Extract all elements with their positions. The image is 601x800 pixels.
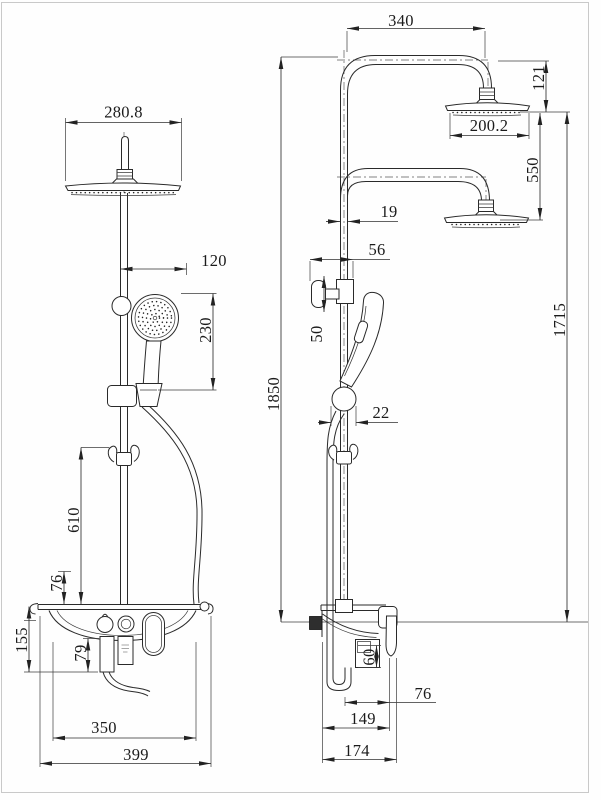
- dim-depth-inner: 149: [350, 709, 376, 728]
- dim-spout-reach: 76: [414, 684, 431, 703]
- dim-depth: 174: [344, 741, 370, 760]
- rain-shower-head-front: [64, 135, 182, 196]
- diverter-knob: [96, 616, 114, 633]
- shower-hook-front: [107, 444, 140, 466]
- temp-knob-side: [309, 616, 323, 630]
- front-dimensions: 280.8 120 230 1850 610 76 155 79: [12, 56, 338, 767]
- shower-hose-front: [141, 403, 203, 605]
- dim-bar-to-shelf: 610: [64, 507, 83, 533]
- slider-ball: [331, 386, 357, 412]
- riser-pipe-and-upper-arm: [340, 55, 492, 604]
- shelf-front: [29, 601, 214, 697]
- dim-arm-reach: 340: [388, 11, 414, 30]
- dim-head-gap: 550: [523, 157, 542, 183]
- slide-bracket-front: [107, 383, 163, 407]
- soap-dish: [142, 612, 165, 656]
- dim-outlet-height: 1715: [550, 303, 569, 337]
- fitting-front: [117, 636, 134, 665]
- dim-shelf-gap: 76: [47, 574, 66, 591]
- wall-bracket-side: [311, 279, 354, 308]
- dim-slider-dia: 22: [372, 403, 389, 422]
- lower-shower-arm: [340, 168, 490, 202]
- dim-head-width: 280.8: [104, 103, 143, 122]
- dim-shelf-width: 399: [123, 745, 149, 764]
- spray-mode-button: [353, 320, 369, 344]
- shower-hook-side: [328, 443, 359, 465]
- outlet-hose-front: [102, 671, 149, 697]
- slide-holder-front: [111, 296, 132, 316]
- side-dimensions: 340 121 200.2 550 19 56 50 22 17: [307, 11, 570, 763]
- rain-head-side-upper: [444, 87, 531, 117]
- dim-head-size: 200.2: [470, 116, 509, 135]
- dim-column-height: 1850: [264, 377, 283, 411]
- dim-handset-offset: 120: [201, 251, 227, 270]
- dim-handset-length: 230: [196, 317, 215, 343]
- dim-bracket-offset: 56: [368, 240, 385, 259]
- hand-shower-side: [339, 291, 385, 388]
- shower-hose-side: [326, 410, 352, 692]
- dim-shelf-height: 155: [12, 627, 31, 653]
- hand-shower-front: [131, 294, 179, 389]
- rain-head-side-lower: [443, 199, 530, 229]
- hose-port: [199, 601, 210, 612]
- mixer-lever: [385, 615, 397, 657]
- dim-spout-drop: 60: [360, 648, 379, 665]
- dim-head-drop: 121: [529, 65, 548, 91]
- front-view: 280.8 120 230 1850 610 76 155 79: [12, 56, 338, 767]
- dim-under-shelf: 79: [71, 644, 90, 661]
- side-view: 340 121 200.2 550 19 56 50 22 17: [307, 11, 570, 763]
- dim-shelf-span: 350: [91, 718, 117, 737]
- page-border: [1, 2, 589, 793]
- dim-pipe-dia: 19: [380, 202, 397, 221]
- control-knob: [117, 615, 135, 633]
- valve-body-front: [99, 636, 115, 673]
- dim-bracket-size: 50: [307, 325, 326, 342]
- pipe-foot-bracket: [335, 599, 353, 613]
